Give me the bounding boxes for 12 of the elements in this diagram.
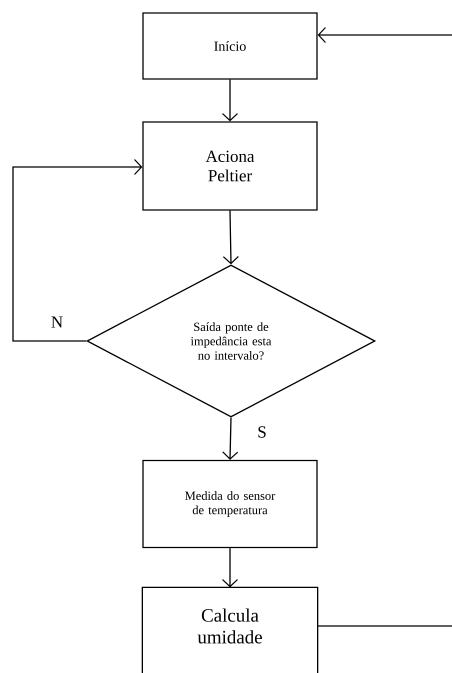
process-box: Medida do sensor de temperatura: [142, 460, 318, 548]
arrow: [318, 27, 452, 43]
process-box: Início: [142, 12, 318, 80]
edge-label: N: [51, 316, 63, 328]
arrow: [222, 210, 239, 264]
process-box: Aciona Peltier: [142, 121, 318, 211]
arrow: [222, 548, 238, 588]
arrow: [222, 80, 238, 122]
arrow: [222, 418, 238, 460]
process-box: Calcula umidade: [142, 586, 318, 673]
edge-label: S: [258, 426, 266, 438]
arrow: [12, 159, 142, 342]
